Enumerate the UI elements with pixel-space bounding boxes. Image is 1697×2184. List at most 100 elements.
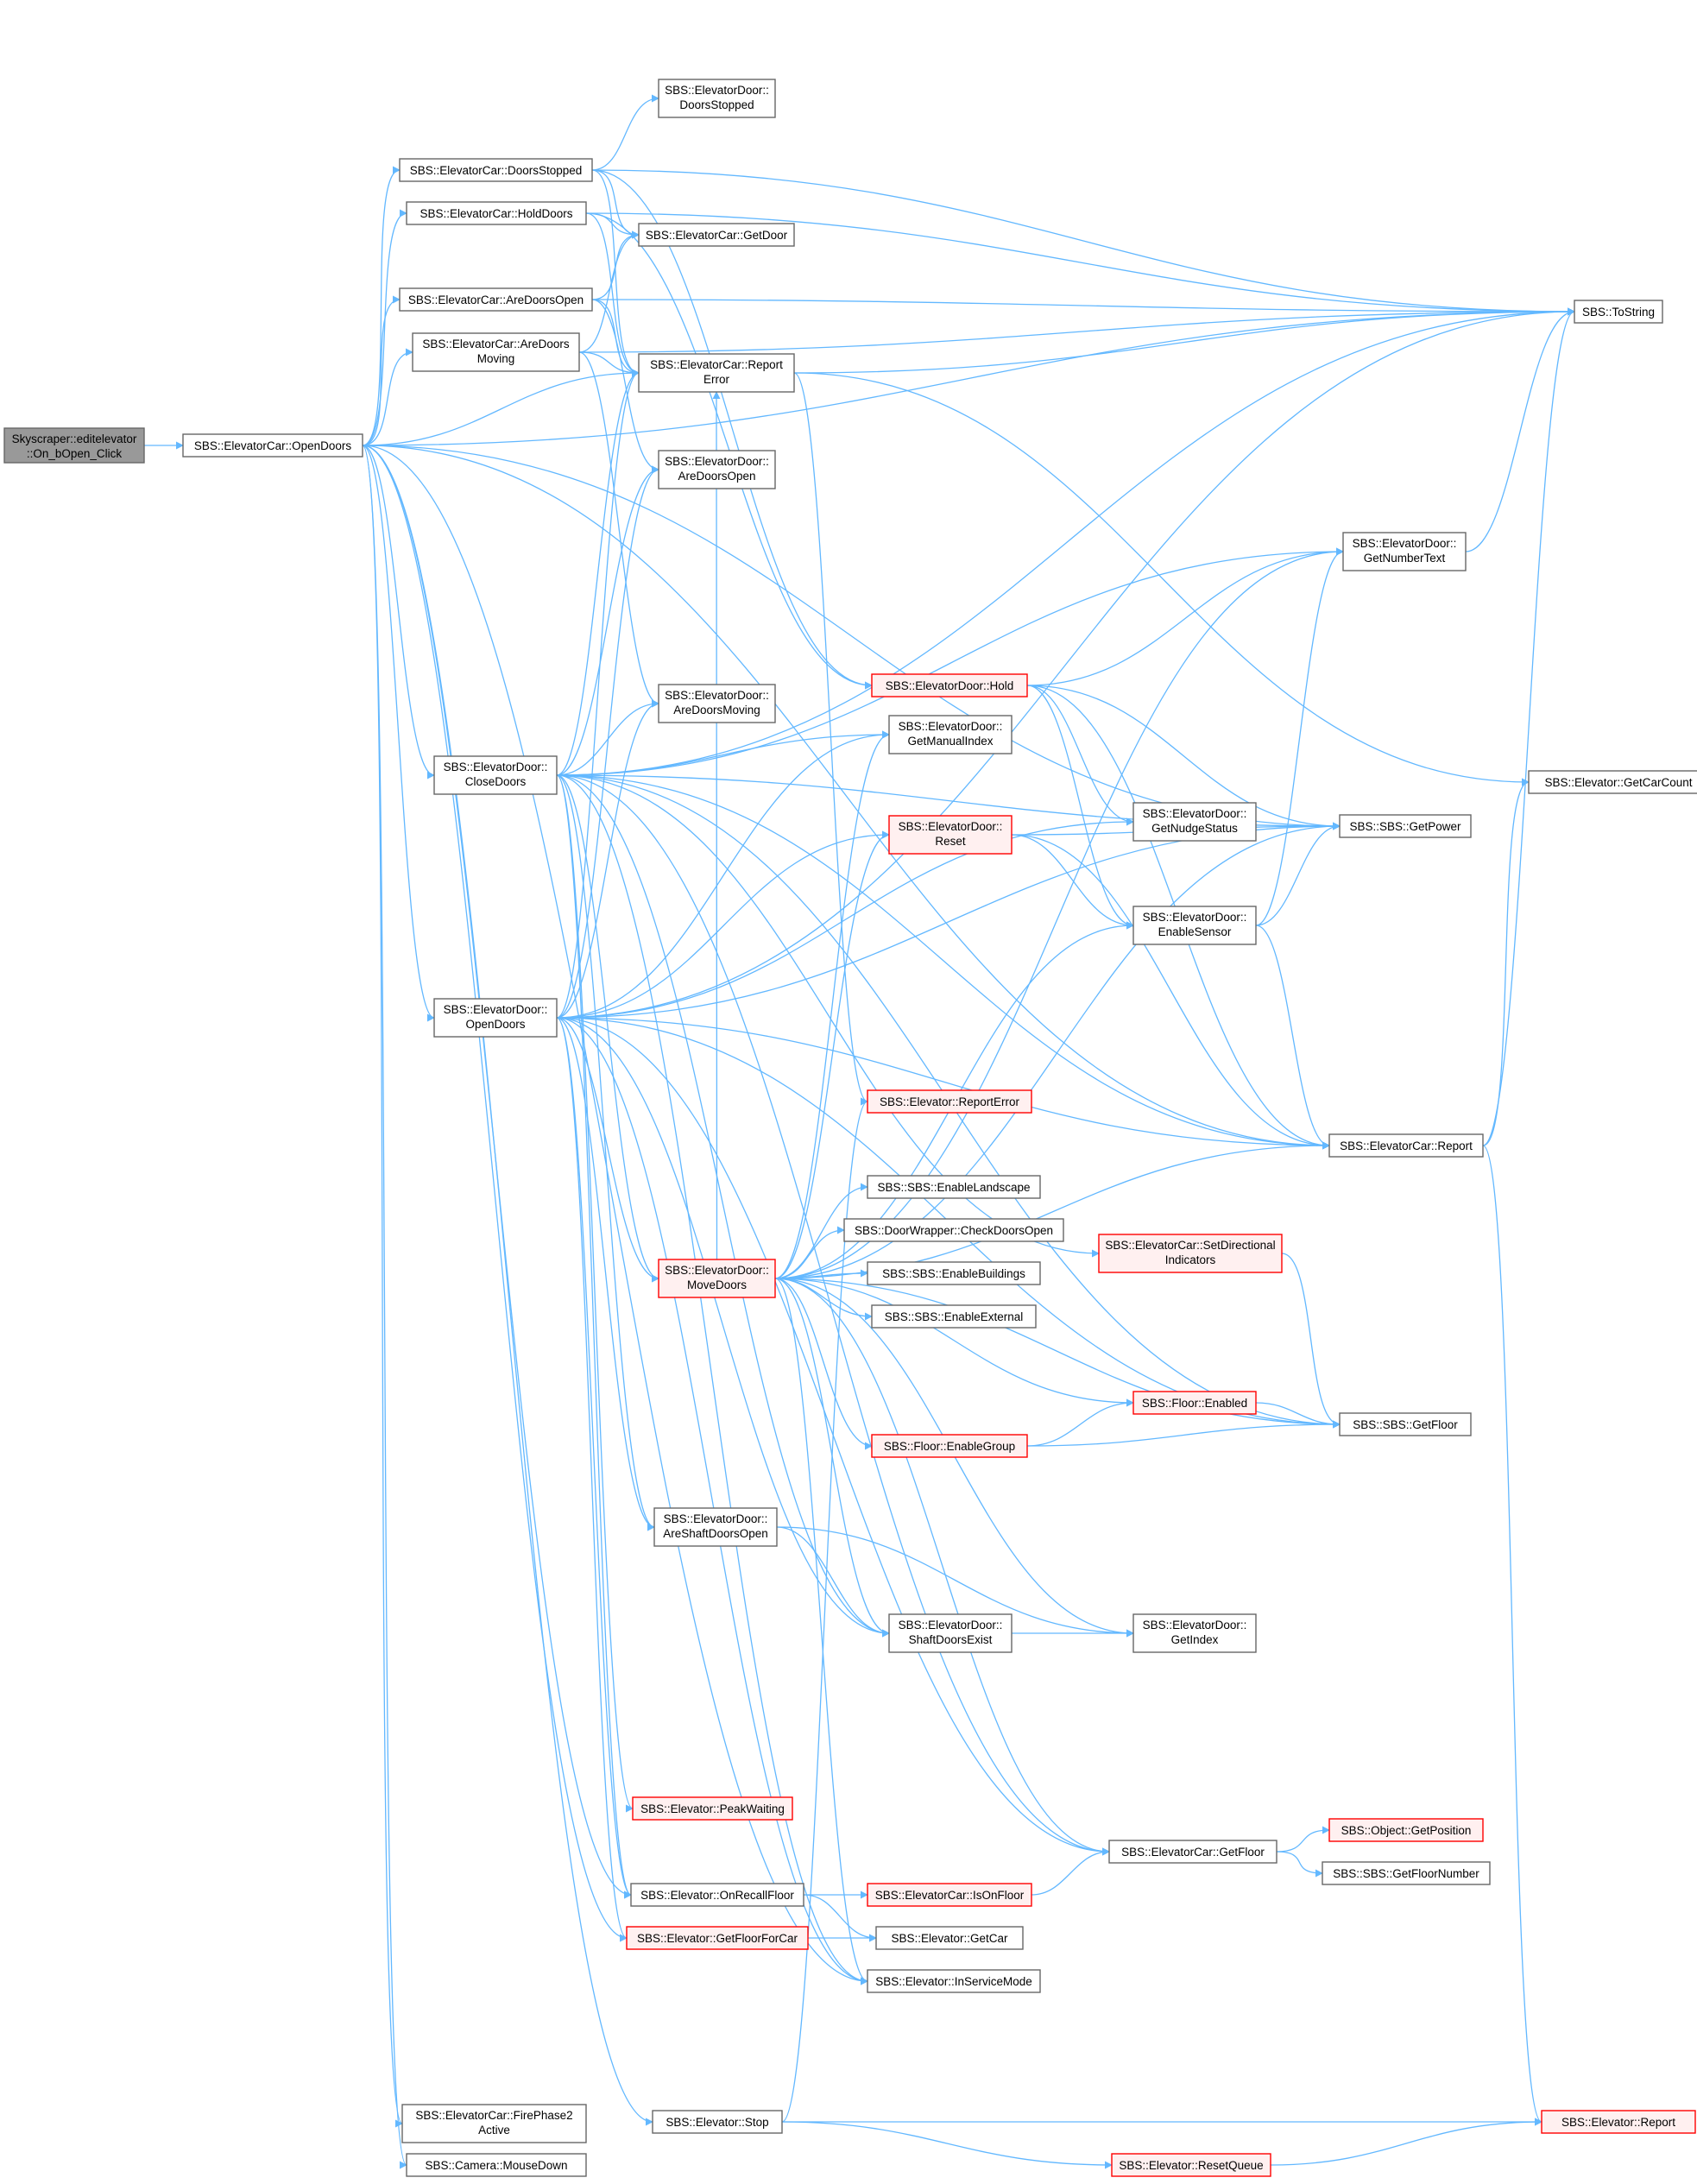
node-elev-report[interactable]: SBS::Elevator::Report [1541,2110,1696,2134]
node-door-numtext[interactable]: SBS::ElevatorDoor::GetNumberText [1342,532,1467,571]
node-door-hold[interactable]: SBS::ElevatorDoor::Hold [871,673,1028,697]
node-door-aremoving[interactable]: SBS::ElevatorDoor::AreDoorsMoving [658,684,776,723]
node-door-manual[interactable]: SBS::ElevatorDoor::GetManualIndex [888,715,1013,754]
node-car-stopped[interactable]: SBS::ElevatorCar::DoorsStopped [399,158,593,182]
node-label: SBS::ToString [1582,306,1655,319]
edge-door-open-to-car-reporterr [556,369,640,1019]
node-box [1574,300,1663,324]
node-obj-pos[interactable]: SBS::Object::GetPosition [1328,1818,1484,1842]
edge-car-report-to-tostring [1482,307,1575,1146]
node-door-sensor[interactable]: SBS::ElevatorDoor::EnableSensor [1132,906,1257,945]
edge-car-reporterr-to-elev-carcount [793,372,1530,786]
edge-car-open-to-car-areopen [362,295,401,446]
node-elev-floorforcar[interactable]: SBS::Elevator::GetFloorForCar [626,1926,809,1950]
node-label: SBS::SBS::EnableLandscape [877,1181,1030,1194]
node-elev-reporterr[interactable]: SBS::Elevator::ReportError [867,1089,1032,1114]
node-label: ShaftDoorsExist [909,1633,993,1646]
node-car-dirind[interactable]: SBS::ElevatorCar::SetDirectionalIndicato… [1098,1234,1283,1273]
node-elev-peak[interactable]: SBS::Elevator::PeakWaiting [632,1796,793,1821]
node-sbs-external[interactable]: SBS::SBS::EnableExternal [871,1304,1037,1329]
node-car-aremoving[interactable]: SBS::ElevatorCar::AreDoorsMoving [412,332,580,372]
node-box [433,755,558,795]
node-car-report[interactable]: SBS::ElevatorCar::Report [1328,1133,1484,1158]
edge-line [556,369,640,776]
node-elev-carcount[interactable]: SBS::Elevator::GetCarCount [1528,770,1697,794]
node-label: SBS::Elevator::GetCarCount [1544,776,1692,789]
edge-line [362,445,653,2126]
node-car-reporterr[interactable]: SBS::ElevatorCar::ReportError [638,353,795,393]
edge-car-report-to-elev-carcount [1482,778,1530,1146]
edge-line [578,351,640,377]
node-wrap-check[interactable]: SBS::DoorWrapper::CheckDoorsOpen [843,1218,1064,1242]
edge-door-close-to-tostring [556,307,1575,776]
node-box [433,998,558,1038]
node-door-open[interactable]: SBS::ElevatorDoor::OpenDoors [433,998,558,1038]
node-label: AreDoorsMoving [673,704,760,716]
node-sbs-floornum[interactable]: SBS::SBS::GetFloorNumber [1322,1861,1491,1885]
node-label: SBS::ElevatorDoor:: [1353,537,1457,550]
node-cam-mouse[interactable]: SBS::Camera::MouseDown [406,2153,587,2177]
node-sbs-landscape[interactable]: SBS::SBS::EnableLandscape [867,1175,1041,1199]
node-root[interactable]: Skyscraper::editelevator::On_bOpen_Click [3,427,145,464]
node-door-close[interactable]: SBS::ElevatorDoor::CloseDoors [433,755,558,795]
node-car-hold[interactable]: SBS::ElevatorCar::HoldDoors [406,201,587,225]
node-door-reset[interactable]: SBS::ElevatorDoor::Reset [888,815,1013,855]
node-sbs-power[interactable]: SBS::SBS::GetPower [1339,814,1472,838]
node-sbs-getfloor[interactable]: SBS::SBS::GetFloor [1339,1412,1472,1436]
node-door-stopped[interactable]: SBS::ElevatorDoor::DoorsStopped [658,79,776,118]
node-label: SBS::ElevatorDoor:: [1143,807,1247,820]
node-floor-group[interactable]: SBS::Floor::EnableGroup [871,1434,1028,1458]
edge-elev-stop-to-elev-resetq [781,2121,1113,2169]
edge-line [578,307,1575,353]
node-floor-enabled[interactable]: SBS::Floor::Enabled [1132,1391,1257,1415]
node-sbs-buildings[interactable]: SBS::SBS::EnableBuildings [867,1261,1041,1285]
node-tostring[interactable]: SBS::ToString [1574,300,1663,324]
node-label: EnableSensor [1158,925,1232,938]
edge-line [556,730,890,1019]
node-elev-stop[interactable]: SBS::Elevator::Stop [652,2110,783,2134]
node-box [1342,532,1467,571]
node-door-areopen[interactable]: SBS::ElevatorDoor::AreDoorsOpen [658,450,776,489]
edge-line [556,1017,632,1899]
node-label: SBS::Elevator::GetFloorForCar [637,1932,798,1945]
edge-door-numtext-to-tostring [1465,307,1575,552]
edge-car-aremoving-to-car-reporterr [578,351,640,377]
edge-line [1255,925,1330,1150]
node-door-shaftexist[interactable]: SBS::ElevatorDoor::ShaftDoorsExist [888,1613,1013,1653]
node-car-isonfloor[interactable]: SBS::ElevatorCar::IsOnFloor [867,1883,1032,1907]
edge-door-open-to-elev-recall [556,1017,632,1899]
node-label: SBS::ElevatorDoor:: [1143,911,1247,924]
edge-line [362,445,407,2169]
edge-car-open-to-elev-stop [362,445,653,2126]
node-label: SBS::ElevatorCar::FirePhase2 [415,2109,572,2122]
node-door-index[interactable]: SBS::ElevatorDoor::GetIndex [1132,1613,1257,1653]
node-car-areopen[interactable]: SBS::ElevatorCar::AreDoorsOpen [399,287,593,312]
node-label: SBS::ElevatorCar::Report [650,358,783,371]
node-door-nudge[interactable]: SBS::ElevatorDoor::GetNudgeStatus [1132,802,1257,842]
edge-car-getfloor-to-sbs-floornum [1276,1851,1323,1878]
node-elev-recall[interactable]: SBS::Elevator::OnRecallFloor [630,1883,804,1907]
node-elev-service[interactable]: SBS::Elevator::InServiceMode [867,1969,1041,1993]
edge-line [776,1526,890,1638]
node-elev-resetq[interactable]: SBS::Elevator::ResetQueue [1111,2153,1271,2177]
node-elev-getcar[interactable]: SBS::Elevator::GetCar [875,1926,1024,1950]
edge-line [1026,685,1134,930]
node-door-shaftopen[interactable]: SBS::ElevatorDoor::AreShaftDoorsOpen [653,1507,778,1547]
node-car-open[interactable]: SBS::ElevatorCar::OpenDoors [182,433,363,458]
node-door-move[interactable]: SBS::ElevatorDoor::MoveDoors [658,1259,776,1298]
node-car-getdoor[interactable]: SBS::ElevatorCar::GetDoor [638,223,795,247]
node-box [888,715,1013,754]
node-box [1339,814,1472,838]
edge-car-areopen-to-tostring [591,299,1575,316]
edge-line [1482,1145,1542,2126]
edge-line [1255,1402,1341,1429]
edge-door-sensor-to-car-report [1255,925,1330,1150]
edge-line [362,348,413,446]
edge-door-move-to-wrap-check [774,1226,845,1279]
edge-door-hold-to-door-numtext [1026,547,1344,686]
node-label: SBS::ElevatorDoor:: [664,1512,768,1525]
node-label: SBS::Camera::MouseDown [425,2159,567,2172]
node-label: GetNudgeStatus [1151,822,1238,835]
node-car-getfloor[interactable]: SBS::ElevatorCar::GetFloor [1108,1840,1277,1864]
